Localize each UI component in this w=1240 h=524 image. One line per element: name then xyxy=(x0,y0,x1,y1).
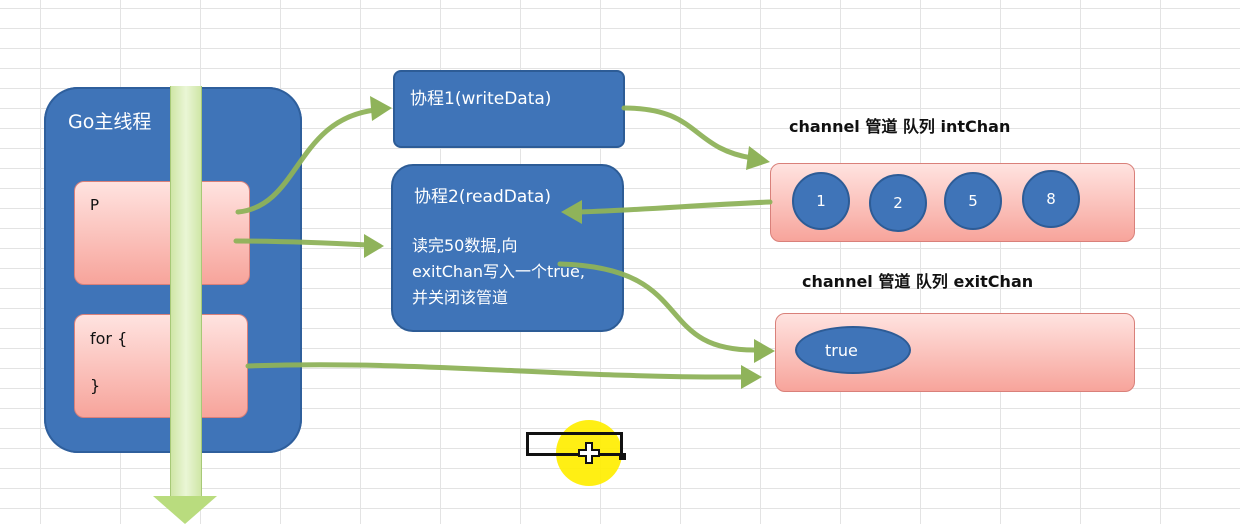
goroutine-read-desc-line: exitChan写入一个true, xyxy=(412,262,585,281)
arrow-write-to-intchan xyxy=(621,105,755,161)
goroutine-read-desc-line: 读完50数据,向 xyxy=(412,236,518,255)
goroutine-write-label: 协程1(writeData) xyxy=(410,89,552,109)
arrow-p-to-read xyxy=(233,238,371,248)
arrowhead-intchan xyxy=(746,146,770,170)
main-thread-title: Go主线程 xyxy=(68,111,152,133)
arrowhead-exitchan-for xyxy=(741,365,762,389)
arrowhead-write xyxy=(370,96,392,121)
arrow-p-to-write xyxy=(235,107,378,215)
int-chan-item: 2 xyxy=(869,174,927,232)
arrowhead-read xyxy=(364,234,384,258)
timeline-arrowhead xyxy=(153,496,217,524)
int-chan-item: 8 xyxy=(1022,170,1080,228)
goroutine-read-box xyxy=(391,164,624,332)
fill-handle[interactable] xyxy=(619,453,626,460)
goroutine-read-desc-line: 并关闭该管道 xyxy=(412,288,509,307)
arrowhead-read-in xyxy=(561,200,582,224)
int-chan-title: channel 管道 队列 intChan xyxy=(789,117,1011,136)
main-thread-timeline xyxy=(170,86,202,500)
for-block-open-label: for { xyxy=(90,329,128,348)
p-block xyxy=(74,181,250,285)
crosshair-cursor-icon xyxy=(578,442,600,464)
arrow-intchan-to-read xyxy=(577,199,773,215)
selected-cell[interactable] xyxy=(526,432,623,456)
goroutine-write-box xyxy=(393,70,625,148)
p-block-label: P xyxy=(90,196,100,214)
int-chan-item: 5 xyxy=(944,172,1002,230)
arrowhead-exitchan xyxy=(754,339,775,363)
for-block-close-label: } xyxy=(90,376,101,395)
int-chan-item: 1 xyxy=(792,172,850,230)
exit-chan-title: channel 管道 队列 exitChan xyxy=(802,272,1034,291)
exit-chan-item: true xyxy=(795,326,911,374)
arrow-for-to-exitchan xyxy=(245,362,745,380)
arrow-read-to-exitchan xyxy=(557,261,761,353)
goroutine-read-label: 协程2(readData) xyxy=(414,187,551,207)
